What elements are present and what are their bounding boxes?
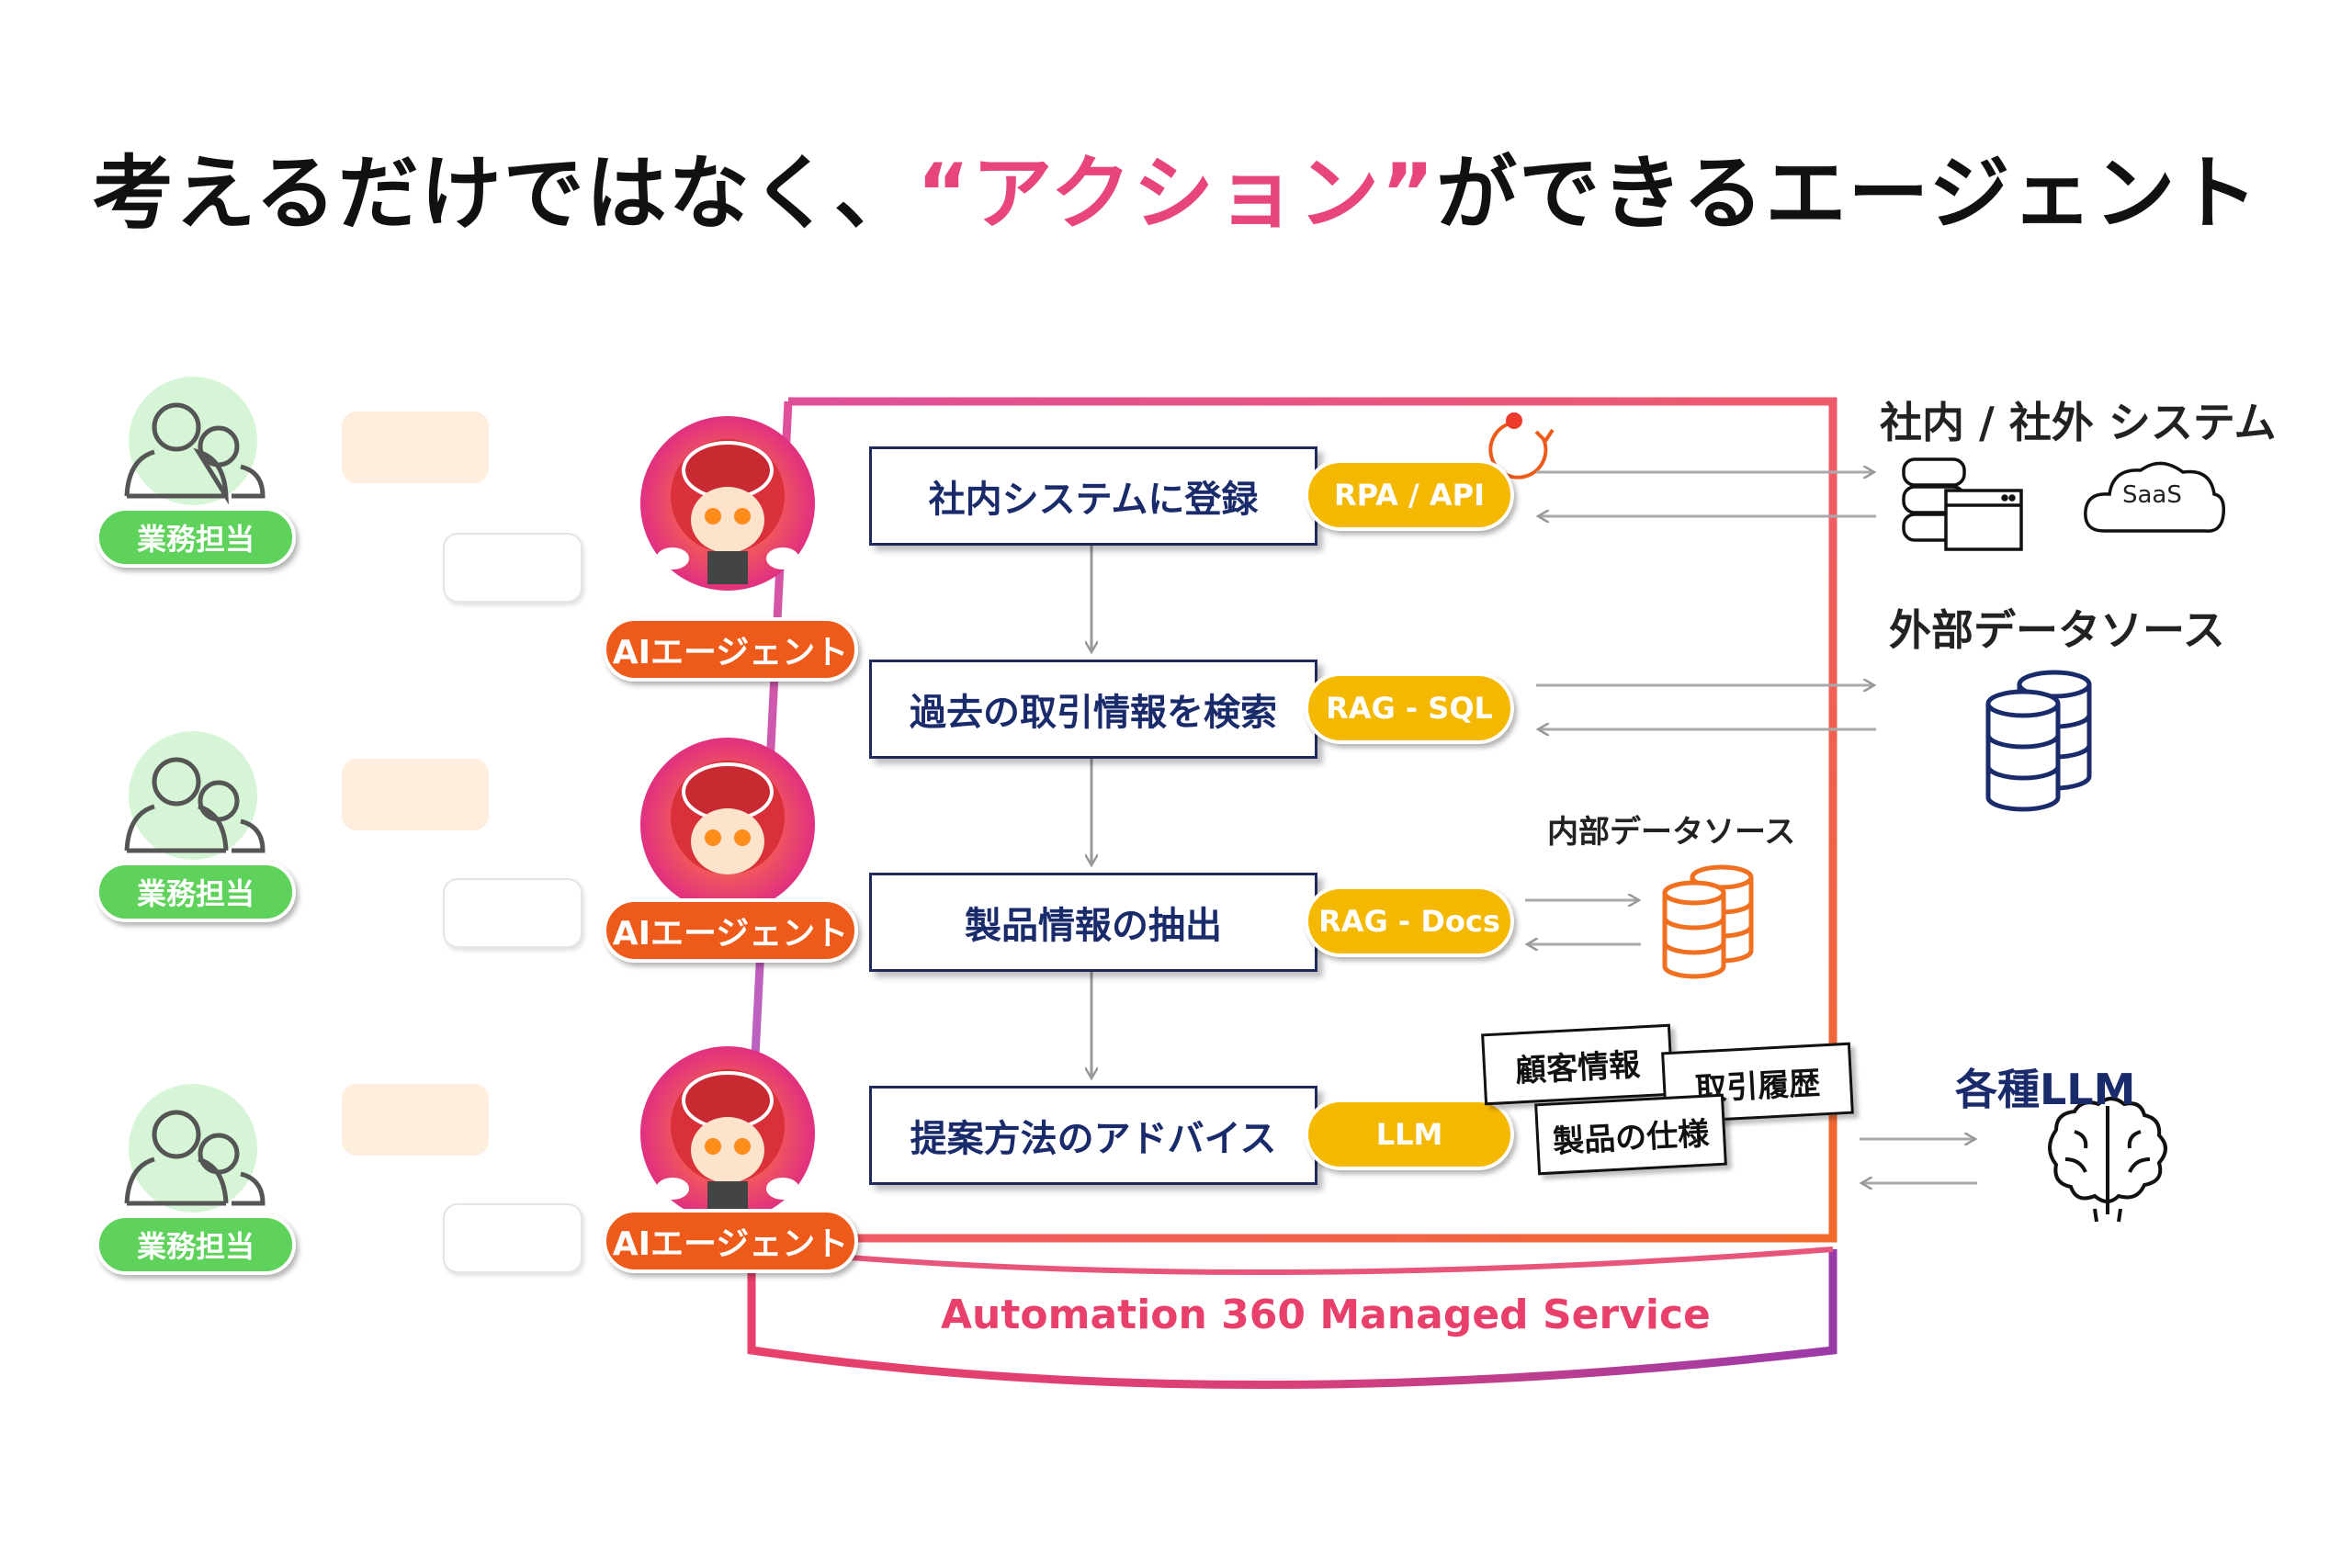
- system-arrows: [1525, 472, 1977, 1183]
- systems-label: 社内 / 社外 システム: [1880, 398, 2277, 447]
- document-product-spec: 製品の仕様: [1534, 1093, 1727, 1176]
- tool-badge-1: RPA / API: [1305, 459, 1514, 531]
- user-avatar-2: [124, 731, 266, 860]
- step-box-4: 提案方法のアドバイス: [869, 1086, 1317, 1185]
- speech-bubble-agent-2: [443, 878, 582, 948]
- agent-badge-2: AIエージェント: [603, 898, 858, 963]
- title-prefix: 考えるだけではなく、: [92, 146, 917, 241]
- title-accent: “アクション”: [916, 146, 1437, 241]
- external-data-label: 外部データソース: [1889, 605, 2225, 655]
- speech-bubble-user-2: [342, 759, 489, 830]
- saas-label: SaaS: [2122, 481, 2182, 509]
- role-badge-3: 業務担当: [96, 1214, 296, 1275]
- role-badge-2: 業務担当: [96, 862, 296, 922]
- document-customer-info: 顧客情報: [1481, 1023, 1674, 1106]
- speech-bubble-agent-1: [443, 533, 582, 603]
- agent-badge-3: AIエージェント: [603, 1209, 858, 1273]
- external-database-icon: [1985, 670, 2092, 812]
- llm-label: 各種LLM: [1955, 1065, 2136, 1114]
- window-icon: [1944, 489, 2023, 551]
- title-suffix: ができるエージェント: [1436, 146, 2260, 241]
- speech-bubble-user-1: [342, 412, 489, 483]
- ai-agent-avatar-1: [640, 416, 815, 591]
- step-box-2: 過去の取引情報を検索: [869, 660, 1317, 759]
- ai-agent-avatar-2: [640, 738, 815, 912]
- ai-agent-avatar-3: [640, 1046, 815, 1221]
- service-label: Automation 360 Managed Service: [941, 1292, 1711, 1338]
- tool-badge-2: RAG - SQL: [1305, 672, 1514, 744]
- speech-bubble-agent-3: [443, 1203, 582, 1273]
- user-avatar-1: [124, 377, 266, 505]
- page-title: 考えるだけではなく、“アクション”ができるエージェント: [0, 129, 2352, 245]
- step-box-1: 社内システムに登録: [869, 446, 1317, 546]
- role-badge-1: 業務担当: [96, 507, 296, 568]
- tool-badge-3: RAG - Docs: [1305, 886, 1514, 957]
- speech-bubble-user-3: [342, 1084, 489, 1156]
- service-platform: [747, 1247, 1838, 1389]
- user-avatar-3: [124, 1084, 266, 1213]
- agent-badge-1: AIエージェント: [603, 617, 858, 682]
- cloud-icon: [2084, 461, 2226, 533]
- internal-database-icon: [1662, 864, 1754, 979]
- step-box-3: 製品情報の抽出: [869, 873, 1317, 972]
- tool-badge-4: LLM: [1305, 1099, 1514, 1170]
- brain-icon: [2048, 1097, 2167, 1223]
- internal-data-label: 内部データソース: [1547, 814, 1796, 851]
